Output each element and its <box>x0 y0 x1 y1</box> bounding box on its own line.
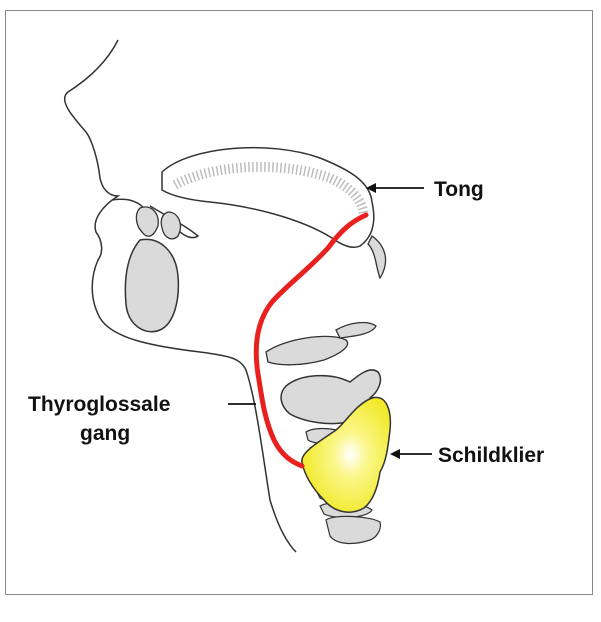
thyroid-arrow <box>390 449 432 459</box>
face-profile-outline <box>65 40 296 552</box>
left-arrow-icon <box>390 449 400 459</box>
epiglottis <box>368 236 386 278</box>
lower-tooth <box>161 212 180 239</box>
hyoid-horn <box>336 323 376 338</box>
label-duct-line2: gang <box>80 422 130 445</box>
upper-tooth <box>136 207 158 236</box>
label-thyroid: Schildklier <box>438 444 544 467</box>
mandible-bone <box>125 239 178 331</box>
label-duct-line1: Thyroglossale <box>28 393 170 416</box>
label-tongue: Tong <box>434 178 484 201</box>
hyoid-bone <box>266 336 348 364</box>
upper-lip-line <box>112 199 144 208</box>
tongue-arrow <box>366 183 424 193</box>
